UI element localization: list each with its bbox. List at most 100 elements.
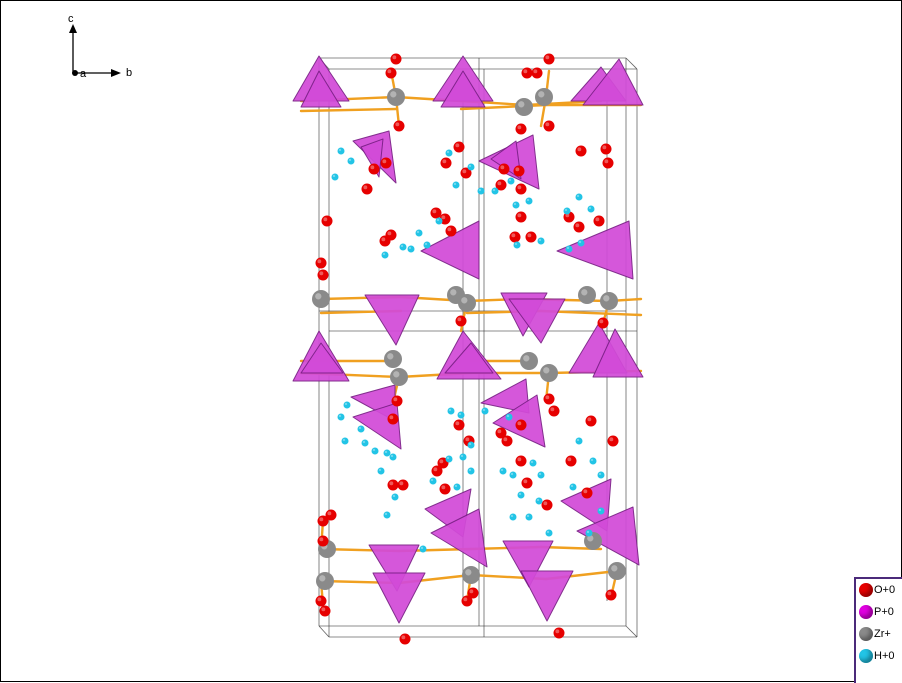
hydrogen-atom <box>597 471 605 479</box>
atom-layer <box>312 53 626 645</box>
oxygen-atom <box>385 229 397 241</box>
hydrogen-atom <box>415 229 423 237</box>
hydrogen-atom <box>537 471 545 479</box>
hydrogen-atom <box>452 181 460 189</box>
hydrogen-atom <box>357 425 365 433</box>
hydrogen-atom <box>525 197 533 205</box>
oxygen-atom <box>509 231 521 243</box>
oxygen-atom <box>543 53 555 65</box>
hydrogen-atom <box>525 513 533 521</box>
po4-tetrahedron <box>508 298 566 344</box>
hydrogen-atom <box>569 483 577 491</box>
oxygen-atom <box>521 477 533 489</box>
zirconium-atom <box>535 88 553 106</box>
hydrogen-atom <box>361 439 369 447</box>
oxygen-atom <box>573 221 585 233</box>
oxygen-atom <box>548 405 560 417</box>
hydrogen-atom <box>423 241 431 249</box>
oxygen-atom <box>361 183 373 195</box>
po4-tetrahedron <box>352 402 402 450</box>
hydrogen-atom <box>517 491 525 499</box>
atom-legend: O+0 P+0 Zr+ H+0 <box>854 577 902 683</box>
oxygen-atom <box>391 395 403 407</box>
hydrogen-atom <box>467 163 475 171</box>
oxygen-atom <box>387 479 399 491</box>
bond <box>299 107 398 113</box>
oxygen-atom <box>439 483 451 495</box>
hydrogen-atom <box>509 471 517 479</box>
oxygen-atom <box>397 479 409 491</box>
po4-tetrahedron <box>444 342 494 374</box>
hydrogen-atom <box>343 401 351 409</box>
oxygen-atom <box>393 120 405 132</box>
oxygen-atom <box>515 211 527 223</box>
hydrogen-atom <box>467 441 475 449</box>
hydrogen-atom <box>577 239 585 247</box>
c-axis-arrowhead <box>69 24 77 33</box>
hydrogen-atom <box>337 147 345 155</box>
hydrogen-atom <box>377 467 385 475</box>
c-axis-label: c <box>68 13 74 25</box>
legend-label: P+0 <box>874 606 894 618</box>
hydrogen-atom <box>459 453 467 461</box>
hydrogen-atom <box>499 467 507 475</box>
hydrogen-atom <box>447 407 455 415</box>
oxygen-atom <box>553 627 565 639</box>
hydrogen-atom <box>507 177 515 185</box>
zirconium-atom <box>458 294 476 312</box>
oxygen-atom <box>368 163 380 175</box>
oxygen-atom <box>399 633 411 645</box>
hydrogen-atom <box>597 507 605 515</box>
hydrogen-atom <box>563 207 571 215</box>
po4-tetrahedron <box>592 328 644 378</box>
zirconium-atom <box>462 566 480 584</box>
zirconium-atom <box>520 352 538 370</box>
hydrogen-atom <box>429 477 437 485</box>
po4-tetrahedron <box>576 506 640 566</box>
legend-item-oxygen: O+0 <box>859 581 895 599</box>
oxygen-atom <box>319 605 331 617</box>
zirconium-atom <box>578 286 596 304</box>
oxygen-atom <box>597 317 609 329</box>
hydrogen-atom <box>419 545 427 553</box>
oxygen-atom <box>541 499 553 511</box>
hydrogen-atom <box>445 455 453 463</box>
oxygen-atom <box>495 179 507 191</box>
hydrogen-atom <box>383 511 391 519</box>
cell-edge <box>625 57 638 70</box>
hydrogen-atom <box>565 245 573 253</box>
po4-tetrahedron <box>440 70 486 108</box>
oxygen-atom <box>600 143 612 155</box>
hydrogen-atom <box>535 497 543 505</box>
oxygen-atom <box>495 427 507 439</box>
hydrogen-atom <box>341 437 349 445</box>
oxygen-atom <box>453 141 465 153</box>
hydrogen-atom <box>477 187 485 195</box>
hydrogen-atom <box>337 413 345 421</box>
po4-tetrahedron <box>368 544 420 592</box>
phosphorus-swatch-icon <box>859 605 873 619</box>
hydrogen-atom <box>509 513 517 521</box>
oxygen-atom <box>515 455 527 467</box>
po4-tetrahedron <box>502 540 554 588</box>
oxygen-atom <box>605 589 617 601</box>
zirconium-atom <box>387 88 405 106</box>
zirconium-atom <box>312 290 330 308</box>
hydrogen-atom <box>575 437 583 445</box>
b-axis-label: b <box>126 67 132 79</box>
unit-cell-frame <box>318 57 638 638</box>
hydrogen-atom <box>435 217 443 225</box>
zirconium-atom <box>316 572 334 590</box>
zirconium-atom <box>390 368 408 386</box>
po4-tetrahedron <box>364 294 420 346</box>
hydrogen-atom <box>399 243 407 251</box>
hydrogen-atom <box>512 201 520 209</box>
legend-item-hydrogen: H+0 <box>859 647 895 665</box>
oxygen-atom <box>593 215 605 227</box>
hydrogen-atom <box>529 459 537 467</box>
oxygen-atom <box>498 163 510 175</box>
oxygen-atom <box>515 419 527 431</box>
hydrogen-atom <box>457 411 465 419</box>
